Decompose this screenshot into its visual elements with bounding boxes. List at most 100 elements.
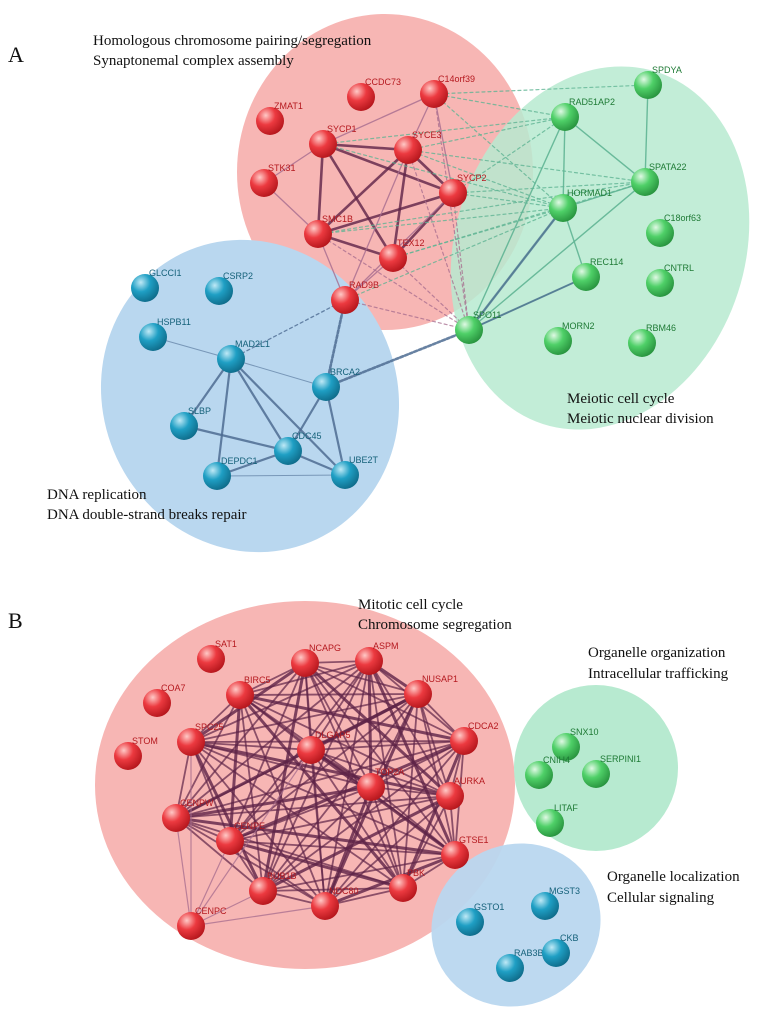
node-gtse1[interactable]: GTSE1 (441, 835, 489, 869)
node-cdc45[interactable]: CDC45 (274, 431, 322, 465)
node-label: RAD9B (349, 280, 379, 290)
cluster-b-green-line-2: Intracellular trafficking (588, 666, 729, 682)
node-label: REC114 (590, 257, 623, 267)
node-aurka[interactable]: AURKA (436, 776, 485, 810)
node-hspb11[interactable]: HSPB11 (139, 317, 191, 351)
edge-c14orf39-rad51ap2 (433, 93, 566, 118)
node-label: SPC25 (195, 722, 224, 732)
node-sat1[interactable]: SAT1 (197, 639, 237, 673)
node-sycp1[interactable]: SYCP1 (309, 124, 357, 158)
node-ckb[interactable]: CKB (542, 933, 579, 967)
node-sphere (139, 323, 167, 351)
node-pbk[interactable]: PBK (389, 868, 425, 902)
node-spc25[interactable]: SPC25 (177, 722, 224, 756)
node-label: COA7 (161, 683, 186, 693)
node-ndc80[interactable]: NDC80 (311, 886, 359, 920)
node-snx10[interactable]: SNX10 (552, 727, 599, 761)
node-smc1b[interactable]: SMC1B (304, 214, 353, 248)
node-hormad1[interactable]: HORMAD1 (549, 188, 612, 222)
edge-birc5-cenpe (228, 693, 242, 843)
edge-tex12-spo11 (392, 257, 470, 331)
node-rad9b[interactable]: RAD9B (331, 280, 379, 314)
node-zmat1[interactable]: ZMAT1 (256, 101, 303, 135)
node-csrp2[interactable]: CSRP2 (205, 271, 253, 305)
node-sphere (309, 130, 337, 158)
node-rbm46[interactable]: RBM46 (628, 323, 676, 357)
node-sphere (143, 689, 171, 717)
node-morn2[interactable]: MORN2 (544, 321, 595, 355)
node-c18orf63[interactable]: C18orf63 (646, 213, 701, 247)
node-label: SPDYA (652, 65, 682, 75)
node-spata22[interactable]: SPATA22 (631, 162, 687, 196)
edge-spc25-gtse1 (190, 741, 456, 856)
node-stom[interactable]: STOM (114, 736, 158, 770)
node-mgst3[interactable]: MGST3 (531, 886, 580, 920)
node-label: GTSE1 (459, 835, 489, 845)
node-ccdc73[interactable]: CCDC73 (347, 77, 401, 111)
edge-gtse1-bub1b (262, 854, 456, 892)
edge-nusap1-aurka (417, 693, 451, 797)
edge-spc25-aurka (189, 740, 452, 798)
node-glcci1[interactable]: GLCCI1 (131, 268, 182, 302)
node-nusap1[interactable]: NUSAP1 (404, 674, 458, 708)
node-gsto1[interactable]: GSTO1 (456, 902, 504, 936)
node-sphere (274, 437, 302, 465)
cluster-b-green-line-1: Organelle organization (588, 645, 726, 661)
edge-spata22-hormad1 (562, 181, 646, 209)
cluster-a-green-area (450, 66, 750, 430)
node-cenpe[interactable]: CENPE (216, 821, 265, 855)
node-coa7[interactable]: COA7 (143, 683, 186, 717)
node-top2a[interactable]: TOP2A (357, 767, 404, 801)
node-cenpw[interactable]: CENPW (162, 798, 214, 832)
edge-cenpe-gtse1 (229, 840, 456, 856)
edge-cenpw-gtse1 (174, 816, 457, 857)
node-ncapg[interactable]: NCAPG (291, 643, 341, 677)
edge-dlgap5-bub1b (262, 749, 312, 892)
edge-rad51ap2-hormad1 (562, 116, 566, 209)
node-spo11[interactable]: SPO11 (455, 310, 501, 344)
edge-syce3-tex12 (391, 148, 410, 260)
node-ube2t[interactable]: UBE2T (331, 455, 379, 489)
node-sphere (628, 329, 656, 357)
node-label: TEX12 (397, 238, 425, 248)
node-stk31[interactable]: STK31 (250, 163, 296, 197)
node-sphere (331, 286, 359, 314)
node-depdc1[interactable]: DEPDC1 (203, 456, 258, 490)
node-cnih4[interactable]: CNIH4 (525, 755, 570, 789)
node-aspm[interactable]: ASPM (355, 641, 399, 675)
node-label: CCDC73 (365, 77, 401, 87)
node-cntrl[interactable]: CNTRL (646, 263, 694, 297)
node-mad2l1[interactable]: MAD2L1 (217, 339, 270, 373)
node-label: CDCA2 (468, 721, 499, 731)
cluster-b-blue-line-2: Cellular signaling (607, 890, 715, 906)
node-slbp[interactable]: SLBP (170, 406, 211, 440)
edge-smc1b-spata22 (317, 181, 646, 235)
edge-aurka-cenpw (175, 795, 451, 819)
node-tex12[interactable]: TEX12 (379, 238, 425, 272)
edge-birc5-pbk (238, 693, 405, 890)
node-brca2[interactable]: BRCA2 (312, 367, 360, 401)
edge-cenpc-cenpe (190, 840, 231, 927)
node-c14orf39[interactable]: C14orf39 (420, 74, 475, 108)
node-rad51ap2[interactable]: RAD51AP2 (551, 97, 615, 131)
node-serpini1[interactable]: SERPINI1 (582, 754, 641, 788)
node-spdya[interactable]: SPDYA (634, 65, 682, 99)
edge-syce3-hormad1 (407, 149, 564, 209)
node-label: GSTO1 (474, 902, 504, 912)
node-litaf[interactable]: LITAF (536, 803, 578, 837)
node-sycp2[interactable]: SYCP2 (439, 173, 487, 207)
node-cdca2[interactable]: CDCA2 (450, 721, 499, 755)
edge-aurka-bub1b (261, 794, 452, 893)
node-label: CDC45 (292, 431, 322, 441)
node-syce3[interactable]: SYCE3 (394, 130, 442, 164)
node-birc5[interactable]: BIRC5 (226, 675, 271, 709)
node-cenpc[interactable]: CENPC (177, 906, 227, 940)
node-rec114[interactable]: REC114 (572, 257, 623, 291)
node-label: SNX10 (570, 727, 599, 737)
node-sphere (216, 827, 244, 855)
node-bub1b[interactable]: BUB1B (249, 871, 297, 905)
node-sphere (297, 736, 325, 764)
edge-brca2-spo11 (324, 328, 471, 389)
node-dlgap5[interactable]: DLGAP5 (297, 730, 351, 764)
node-rab3b[interactable]: RAB3B (496, 948, 544, 982)
